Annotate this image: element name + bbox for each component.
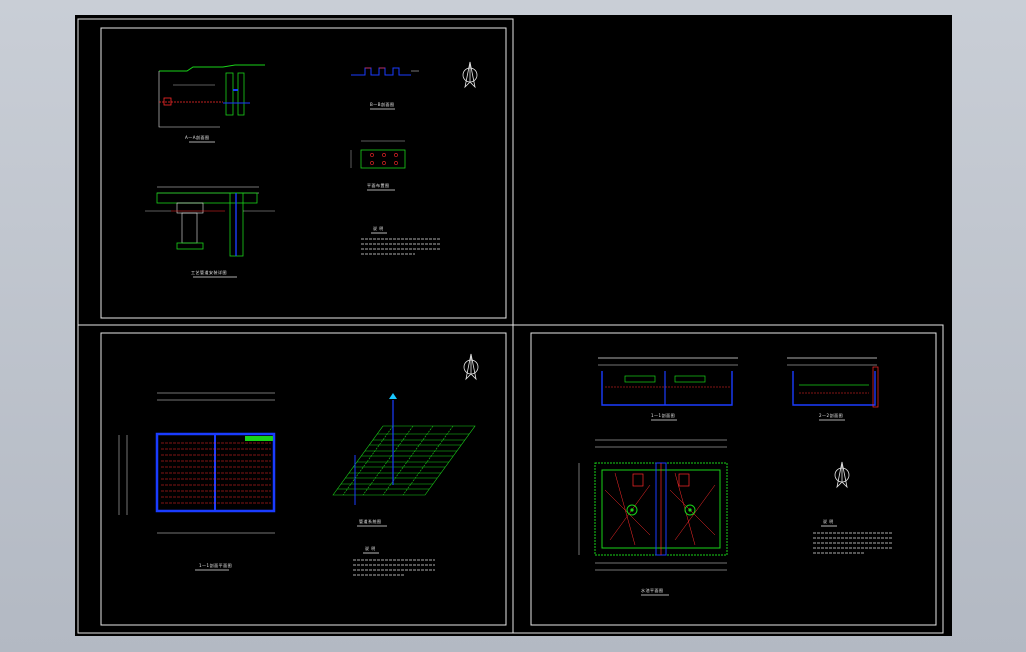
notes-block: 说 明 — [361, 225, 441, 255]
sheet-3: 1—1剖面图 2—2剖面图 — [512, 324, 944, 634]
section-a-view: A—A剖面图 — [158, 64, 265, 143]
sheet-2-outer-border — [77, 324, 514, 634]
north-arrow-icon — [834, 461, 850, 489]
svg-text:说 明: 说 明 — [823, 518, 834, 524]
circle-marker-icon — [684, 504, 696, 516]
circle-marker-icon — [626, 504, 638, 516]
north-arrow-icon — [462, 61, 478, 89]
isometric-grid-view — [332, 393, 476, 505]
tank-plan-view: 水池平面图 — [578, 439, 728, 596]
sheet-1: A—A剖面图 B—B剖面图 — [77, 18, 514, 326]
cad-model-space[interactable]: A—A剖面图 B—B剖面图 — [75, 15, 952, 636]
svg-text:平面布置图: 平面布置图 — [367, 182, 390, 188]
pipe-section-view: B—B剖面图 — [351, 67, 419, 110]
section-left-view: 1—1剖面图 — [598, 357, 738, 421]
svg-text:1—1剖面图: 1—1剖面图 — [651, 412, 675, 418]
notes-block: 说 明 — [813, 518, 893, 554]
sheet-3-outer-border — [512, 324, 944, 634]
notes-block: 说 明 — [353, 545, 435, 576]
section-right-view: 2—2剖面图 — [787, 357, 879, 421]
sheet-1-outer-border — [77, 18, 514, 326]
sheet-3-inner-border — [530, 332, 937, 626]
svg-text:A—A剖面图: A—A剖面图 — [185, 134, 209, 140]
sheet-1-inner-border — [100, 27, 507, 319]
svg-text:B—B剖面图: B—B剖面图 — [370, 101, 395, 107]
sheet-2: 1—1剖面平面图 管道系统图 — [77, 324, 514, 634]
detail-section-view: 工艺管道安装详图 — [145, 186, 275, 278]
north-arrow-icon — [463, 353, 479, 381]
sheet-2-inner-border — [100, 332, 507, 626]
svg-text:说 明: 说 明 — [365, 545, 376, 551]
cad-drawing: A—A剖面图 B—B剖面图 — [77, 18, 944, 634]
svg-text:水池平面图: 水池平面图 — [641, 587, 664, 593]
svg-text:2—2剖面图: 2—2剖面图 — [819, 412, 843, 418]
plan-small-view: 平面布置图 — [350, 140, 406, 191]
svg-text:说 明: 说 明 — [373, 225, 384, 231]
svg-text:工艺管道安装详图: 工艺管道安装详图 — [191, 269, 227, 275]
svg-text:1—1剖面平面图: 1—1剖面平面图 — [199, 562, 232, 568]
svg-text:管道系统图: 管道系统图 — [359, 518, 382, 524]
plan-grid-view: 1—1剖面平面图 — [155, 432, 276, 571]
